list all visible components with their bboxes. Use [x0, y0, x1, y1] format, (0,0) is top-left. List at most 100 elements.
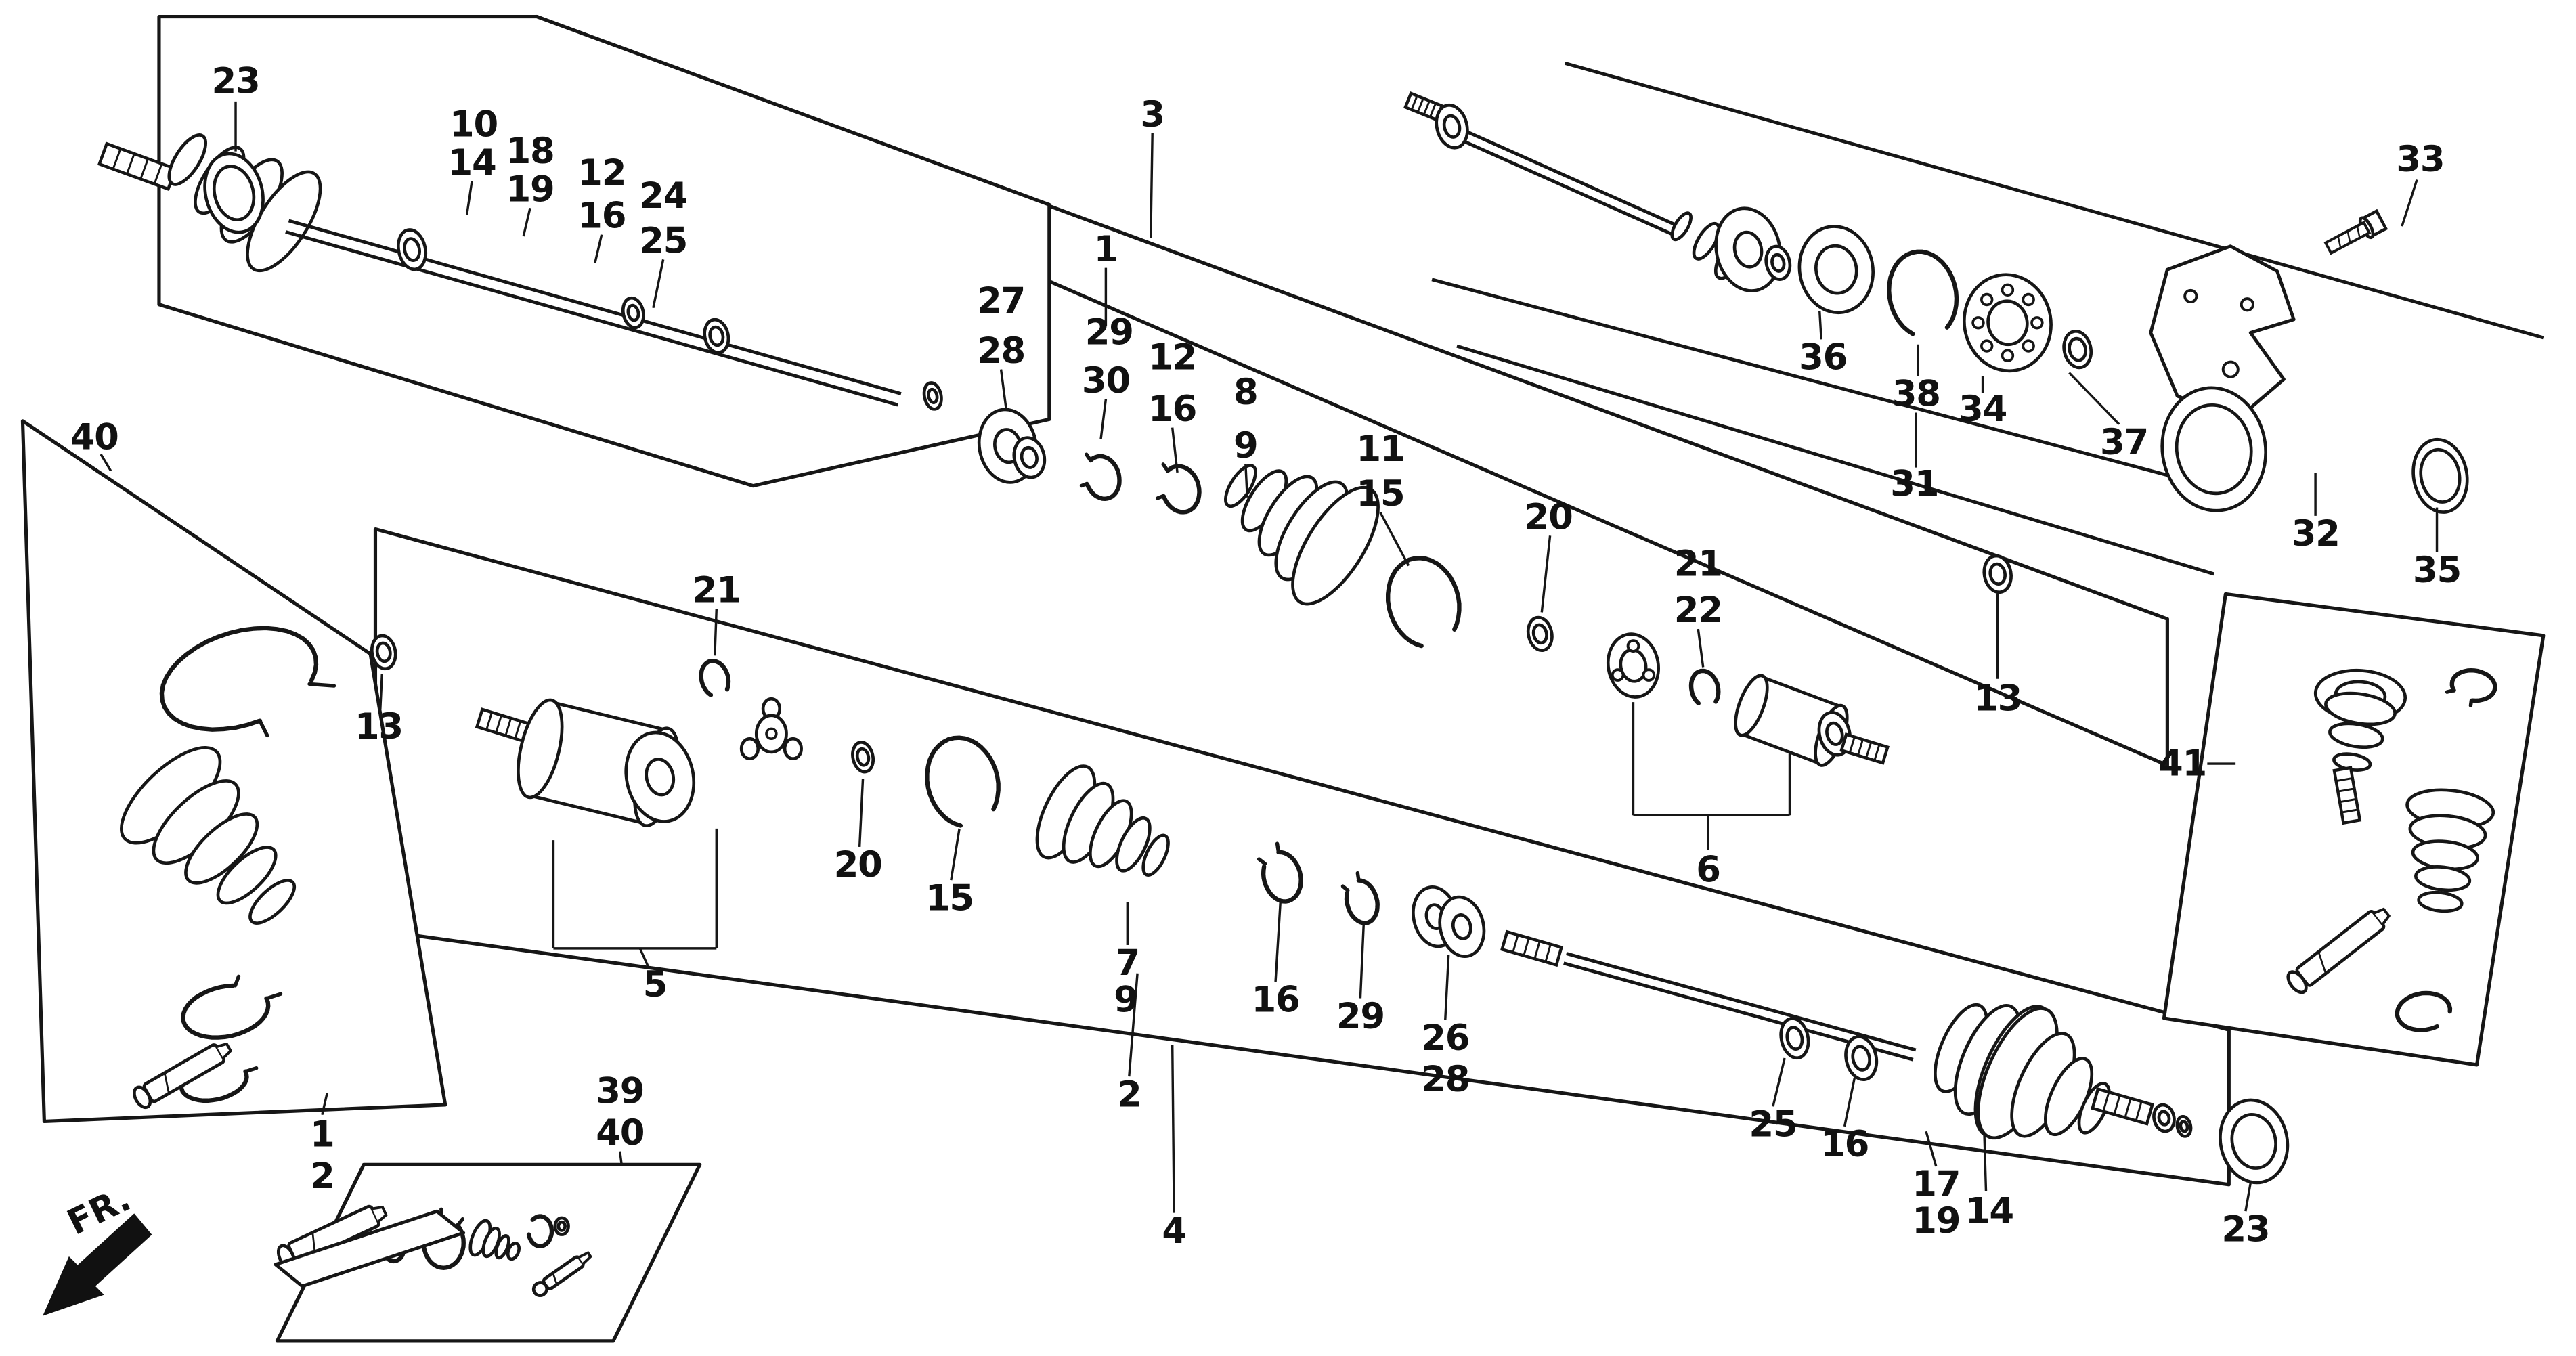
- bracket-bolt-hole-a-part: [2183, 288, 2198, 304]
- callout-21-28: 21: [1674, 543, 1722, 584]
- upper-sheet-top-edge: [1565, 62, 2544, 340]
- callout-39-48: 39: [596, 1070, 644, 1112]
- callout-25-53: 25: [1749, 1104, 1797, 1145]
- callout-16-22: 16: [1148, 389, 1196, 430]
- bracket-ring-bore-part: [2160, 386, 2268, 512]
- leader-line-42: [619, 1151, 623, 1165]
- tripod-housing-mouth-part: [624, 730, 696, 823]
- kit40-boot-part: [120, 746, 297, 925]
- oil-seal-35-part: [2411, 437, 2469, 514]
- kit39-washer-b-part: [553, 1216, 570, 1236]
- callout-1-16: 1: [1094, 229, 1118, 270]
- kit40-band-small-part: [181, 974, 283, 1040]
- housing-spline-stub-part: [1839, 732, 1890, 765]
- leader-line-22: [1697, 628, 1705, 668]
- kit40-grease-tube-part: [133, 1042, 233, 1110]
- leader-line-32: [2068, 372, 2120, 425]
- o-ring-37-part: [2062, 330, 2093, 370]
- callout-28-18: 28: [977, 330, 1025, 372]
- callout-38-34: 38: [1892, 374, 1940, 415]
- mounting-bolt-33-part: [2323, 209, 2388, 255]
- leader-line-46: [1843, 1078, 1856, 1127]
- boot-band-16-lower-part: [1257, 841, 1303, 904]
- set-ring-13-left-part: [370, 634, 397, 671]
- leader-line-12: [858, 779, 865, 848]
- half-shaft-part: [1462, 130, 1684, 240]
- callout-24-7: 24: [639, 175, 687, 217]
- tripod-spider-joint-part: [1606, 632, 1661, 699]
- lower-shaft-spline-part: [1500, 929, 1564, 967]
- shaft-stopper-ring-part: [397, 228, 428, 271]
- kit41-grease-tube-part: [2286, 907, 2391, 994]
- band-clamp-12-16-part: [1156, 462, 1202, 515]
- callout-29-45: 29: [1336, 996, 1384, 1037]
- joint-hub-flange-part: [1714, 206, 1782, 292]
- leader-line-28: [2401, 179, 2418, 227]
- kit41-spline-part: [2332, 766, 2362, 825]
- boot-band-29-lower-part: [1340, 871, 1380, 925]
- callout-18-3: 18: [506, 131, 554, 172]
- callout-5-12: 5: [643, 964, 668, 1005]
- tripod-spider-5-part: [739, 697, 803, 761]
- wire-ring-15-left-part: [925, 735, 1001, 828]
- collar-16-lower-part: [1844, 1035, 1879, 1082]
- callout-9-42: 9: [1114, 979, 1138, 1020]
- callout-30-20: 30: [1082, 360, 1130, 401]
- panel-boot-kit-left-40: [20, 419, 447, 1124]
- panel-joint-kit-right-41: [2162, 592, 2546, 1067]
- bearing-36-part: [1797, 225, 1875, 315]
- thrust-washer-part: [922, 381, 943, 411]
- upper-sheet-bottom-edge-b: [1456, 344, 2214, 576]
- callout-17-55: 17: [1912, 1164, 1960, 1205]
- upper-sheet-bottom-edge-a: [1431, 278, 2214, 489]
- leader-line-17: [1099, 399, 1108, 440]
- inboard-boot-8-9-part: [1224, 464, 1380, 606]
- callout-11-25: 11: [1356, 429, 1404, 470]
- callout-33-32: 33: [2396, 139, 2444, 180]
- callout-16-54: 16: [1820, 1124, 1869, 1165]
- leader-line-44: [1171, 1045, 1175, 1213]
- leader-line-18: [1171, 427, 1179, 473]
- leader-line-1: [465, 181, 473, 215]
- callout-21-11: 21: [693, 570, 741, 611]
- leader-line-16: [999, 369, 1007, 408]
- oil-seal-23-left-part: [203, 152, 265, 234]
- callout-15-26: 15: [1356, 473, 1404, 515]
- bearing-support-bracket-32-part: [2149, 244, 2296, 421]
- stop-ring-20-left-part: [851, 741, 875, 774]
- stopper-ring-25-part: [1779, 1017, 1810, 1060]
- callout-7-41: 7: [1116, 942, 1140, 984]
- callout-2-43: 2: [1117, 1074, 1141, 1115]
- leader-line-5: [100, 454, 112, 472]
- callout-37-36: 37: [2100, 422, 2148, 463]
- callout-36-33: 36: [1799, 337, 1847, 378]
- callout-23-58: 23: [2221, 1208, 2269, 1250]
- callout-16-6: 16: [577, 196, 626, 237]
- kit41-boot-part: [2405, 788, 2495, 913]
- kit41-set-ring-part: [2395, 990, 2453, 1032]
- callout-3-15: 3: [1140, 94, 1164, 135]
- snap-ring-21-22-part: [1688, 668, 1721, 706]
- leader-line-14: [1150, 133, 1154, 238]
- kit39-boot-part: [468, 1219, 521, 1261]
- leader-line-47: [1925, 1131, 1938, 1167]
- leader-line-39: [1274, 900, 1282, 982]
- callout-15-14: 15: [925, 877, 974, 919]
- band-clamp-29-30-part: [1079, 452, 1122, 502]
- stop-ring-20-part: [1526, 615, 1554, 653]
- leader-line-49: [2244, 1183, 2252, 1212]
- leader-line-11: [638, 948, 650, 967]
- leader-line-20: [1379, 512, 1410, 567]
- snap-ring-38-part: [1887, 249, 1959, 336]
- callout-28-47: 28: [1421, 1059, 1469, 1100]
- middle-driveshaft-part: [285, 219, 902, 407]
- wheel-spline-stub-part: [2091, 1087, 2154, 1126]
- leader-line-6: [379, 674, 384, 709]
- ball-bearing-34-part: [1962, 273, 2053, 373]
- callout-2-51: 2: [310, 1156, 334, 1197]
- callout-40-9: 40: [70, 417, 118, 458]
- callout-12-5: 12: [577, 152, 626, 194]
- dynamic-damper-26-28-rear-part: [1438, 895, 1486, 959]
- callout-4-52: 4: [1162, 1210, 1186, 1252]
